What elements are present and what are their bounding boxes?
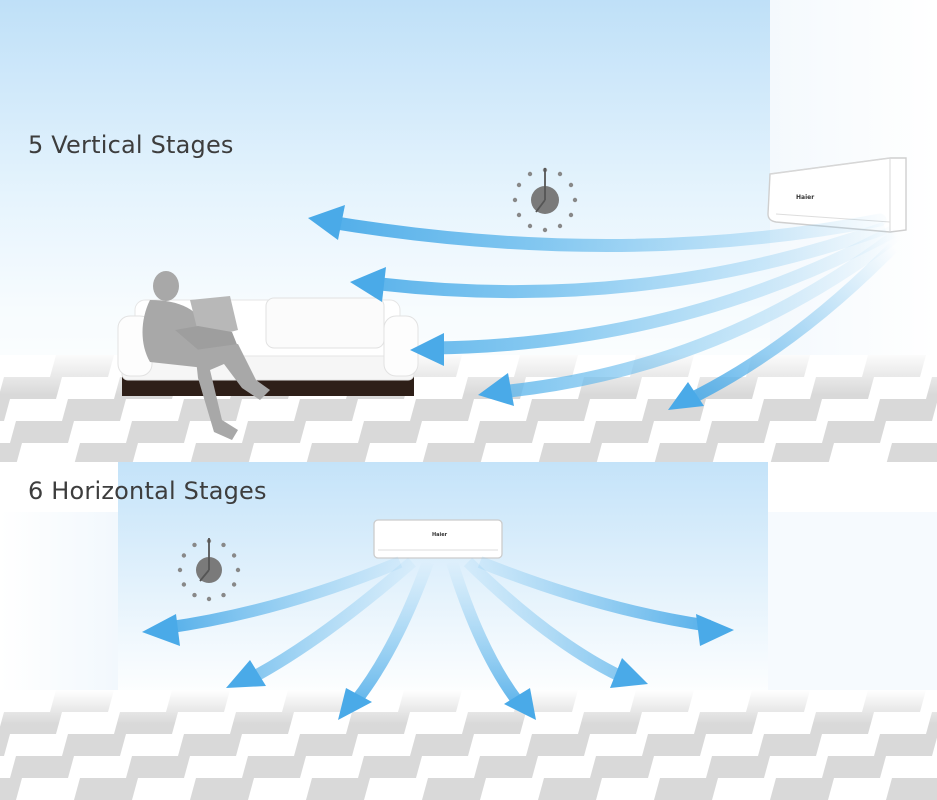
- clock-tick: [527, 223, 533, 229]
- floor-tile: [474, 421, 538, 443]
- floor-tile: [874, 734, 937, 756]
- horizontal-stages-panel: Haier: [0, 462, 937, 800]
- floor-tile: [654, 778, 718, 800]
- airflow-arrow-icon: [477, 556, 734, 646]
- floor-tile: [422, 778, 486, 800]
- airflow-arrow-icon: [478, 228, 902, 406]
- vertical-scene: Haier: [0, 0, 937, 462]
- airflow-arrows-vertical: [308, 205, 909, 410]
- floor-tile: [642, 734, 706, 756]
- floor-tile: [126, 421, 190, 443]
- floor-tile: [538, 778, 602, 800]
- clock-tick: [192, 592, 197, 598]
- airflow-arrow-icon: [308, 205, 887, 252]
- floor-tile: [758, 734, 822, 756]
- floor-tile: [706, 421, 770, 443]
- floor-tile: [526, 734, 590, 756]
- airflow-arrow-icon: [668, 231, 909, 410]
- floor-tile: [0, 443, 22, 462]
- floor-tile: [410, 734, 474, 756]
- clock-icon: [177, 538, 241, 602]
- clock-tick: [512, 197, 518, 203]
- floor-tile: [0, 778, 22, 800]
- vertical-stages-title: 5 Vertical Stages: [28, 131, 234, 159]
- clock-tick: [568, 212, 574, 218]
- clock-tick: [231, 582, 237, 587]
- floor-tile: [590, 421, 654, 443]
- unit-brand: Haier: [432, 532, 448, 538]
- clock-tick: [542, 227, 548, 233]
- floor-tile: [294, 399, 358, 421]
- clock-tick: [221, 592, 226, 598]
- clock-tick: [557, 171, 563, 177]
- clock-tick: [557, 223, 563, 229]
- clock-tick: [235, 567, 241, 573]
- clock-tick: [206, 596, 212, 602]
- floor-tile: [242, 421, 306, 443]
- floor-tile: [0, 399, 10, 421]
- airflow-arrow-icon: [463, 557, 648, 688]
- floor-tile: [422, 443, 486, 462]
- checkered-floor: [0, 690, 937, 800]
- floor-tile: [62, 399, 126, 421]
- floor-tile: [822, 421, 886, 443]
- floor-tile: [190, 443, 254, 462]
- floor-tile: [0, 734, 10, 756]
- clock-tick: [192, 542, 197, 548]
- floor-tile: [294, 734, 358, 756]
- clock-tick: [516, 182, 522, 188]
- unit-brand: Haier: [796, 194, 814, 201]
- floor-tile: [358, 756, 422, 778]
- floor-tile: [874, 399, 937, 421]
- clock-tick: [221, 542, 226, 548]
- floor-tile: [770, 443, 834, 462]
- floor-tile: [886, 443, 937, 462]
- floor-tile: [74, 778, 138, 800]
- person-silhouette: [142, 271, 270, 440]
- clock-tick: [572, 197, 578, 203]
- airflow-arrow-icon: [446, 560, 536, 720]
- airflow-arrow-icon: [410, 226, 896, 366]
- floor-tile: [590, 756, 654, 778]
- clock-tick: [568, 182, 574, 188]
- vertical-stages-panel: Haier 5 Vertic: [0, 0, 937, 462]
- clock-tick: [177, 567, 183, 573]
- air-conditioner-icon: Haier: [373, 519, 503, 559]
- airflow-arrow-icon: [350, 221, 888, 302]
- floor-tile: [886, 778, 937, 800]
- floor-tile: [822, 756, 886, 778]
- floor-tile: [770, 778, 834, 800]
- clock-tick: [516, 212, 522, 218]
- airflow-arrow-icon: [226, 557, 416, 688]
- floor-tile: [410, 399, 474, 421]
- floor-tile: [474, 756, 538, 778]
- clock-tick: [231, 553, 237, 558]
- clock-tick: [527, 171, 533, 177]
- floor-tile: [654, 443, 718, 462]
- clock-tick: [181, 582, 187, 587]
- floor-tile: [126, 756, 190, 778]
- floor-tile: [538, 443, 602, 462]
- airflow-arrow-icon: [142, 556, 403, 646]
- floor-tile: [758, 399, 822, 421]
- horizontal-scene: Haier: [0, 462, 937, 800]
- floor-tile: [706, 756, 770, 778]
- floor-tile: [74, 443, 138, 462]
- floor-tile: [62, 734, 126, 756]
- back-wall: [118, 462, 768, 702]
- floor-tile: [178, 734, 242, 756]
- floor-tile: [306, 778, 370, 800]
- airflow-arrow-icon: [338, 559, 434, 720]
- floor-tile: [190, 778, 254, 800]
- airflow-arrows-horizontal: [142, 556, 734, 720]
- floor-tile: [306, 443, 370, 462]
- floor-tile: [526, 399, 590, 421]
- floor-tile: [358, 421, 422, 443]
- clock-icon: [512, 167, 578, 233]
- floor-tile: [10, 421, 74, 443]
- floor-tile: [242, 756, 306, 778]
- clock-tick: [181, 553, 187, 558]
- horizontal-stages-title: 6 Horizontal Stages: [28, 477, 267, 505]
- floor-tile: [10, 756, 74, 778]
